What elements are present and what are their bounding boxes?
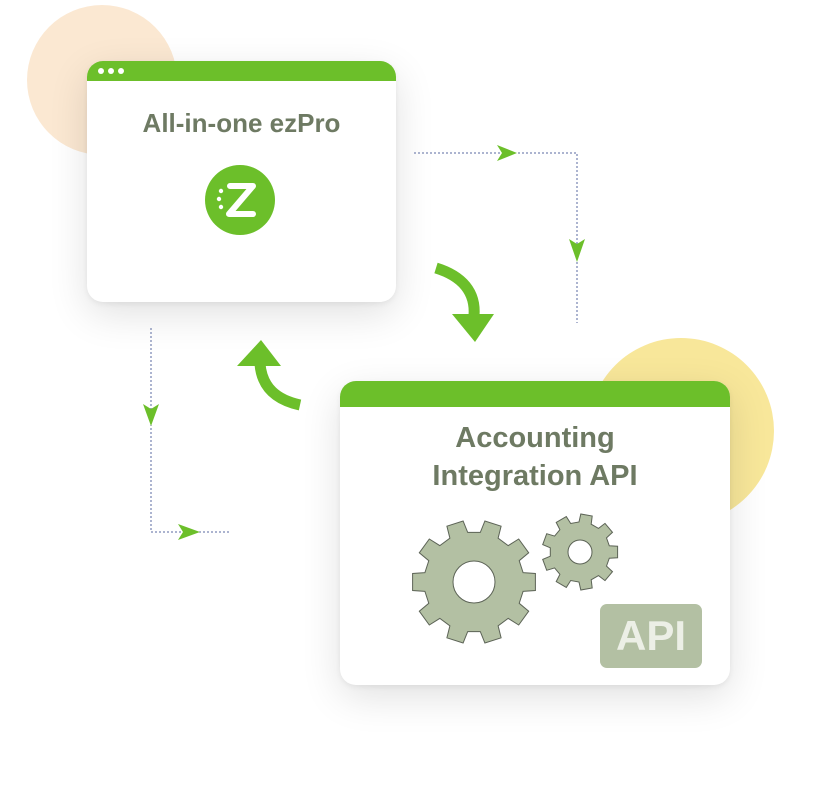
curved-arrowhead-up-icon [237, 340, 281, 366]
curved-arrow-down-icon [434, 262, 480, 317]
api-window-titlebar [340, 381, 730, 407]
dashed-connector-top [414, 152, 578, 323]
arrowhead-right-icon [497, 145, 517, 161]
window-dot [98, 68, 104, 74]
accounting-api-window: Accounting Integration API API [340, 381, 730, 685]
api-title-line2: Integration API [432, 460, 638, 492]
arrowhead-down-icon [143, 404, 159, 426]
api-title-line1: Accounting [455, 422, 615, 454]
gear-hole [452, 560, 496, 604]
ezpro-title: All-in-one ezPro [142, 108, 341, 138]
window-dots [98, 68, 124, 74]
ezpro-window: All-in-one ezPro [87, 61, 396, 302]
api-title: Accounting Integration API [340, 419, 730, 495]
arrowhead-down-icon [569, 239, 585, 262]
window-dot [118, 68, 124, 74]
dashed-connector-bottom [150, 328, 229, 533]
ezpro-window-titlebar [87, 61, 396, 81]
ezpro-logo-icon [205, 165, 275, 235]
window-dot [108, 68, 114, 74]
curved-arrow-up-icon [254, 363, 302, 411]
arrowhead-right-icon [178, 524, 200, 540]
gear-hole [567, 539, 593, 565]
api-badge: API [600, 604, 702, 668]
gears-icon [412, 513, 619, 644]
curved-arrowhead-down-icon [452, 314, 494, 342]
